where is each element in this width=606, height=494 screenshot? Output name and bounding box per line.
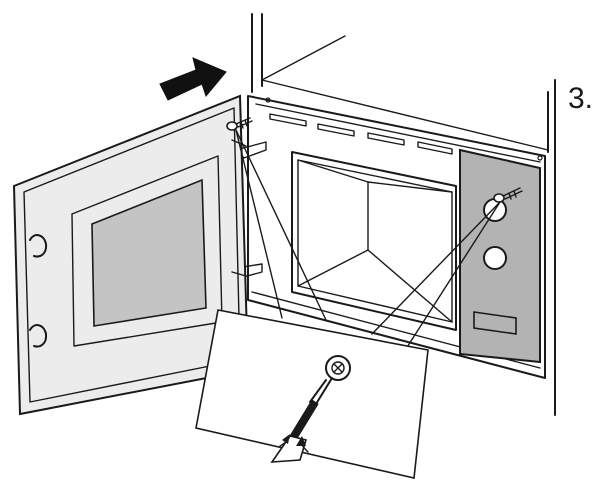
display-window xyxy=(473,311,517,335)
door-window xyxy=(91,178,207,327)
dial-knob-bottom xyxy=(483,246,507,270)
door-latch-top xyxy=(29,234,48,258)
screw-icon xyxy=(493,155,543,203)
rotation-arrows-icon xyxy=(279,434,309,453)
microwave-body xyxy=(247,95,546,379)
push-arrow-icon xyxy=(159,57,227,101)
step-number: 3. xyxy=(568,82,594,115)
cabinet-niche xyxy=(251,13,556,416)
control-panel xyxy=(459,148,541,364)
vent-slots xyxy=(269,113,453,155)
screw-icon xyxy=(226,97,271,131)
door-latch-bottom xyxy=(29,324,48,348)
detail-inset xyxy=(195,309,429,479)
detail-callout-beams xyxy=(235,129,501,353)
oven-cavity xyxy=(291,151,457,331)
